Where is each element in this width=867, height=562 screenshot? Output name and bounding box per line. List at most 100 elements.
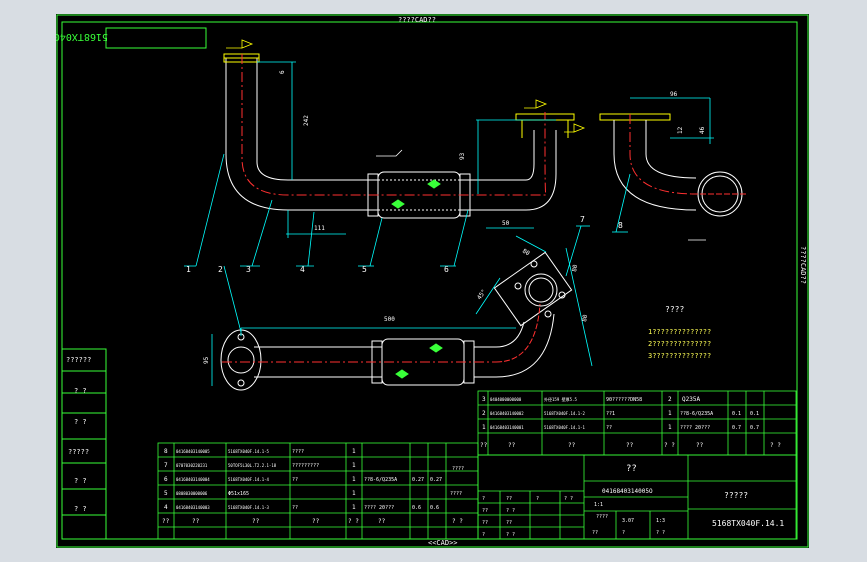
balloon-2: 2: [218, 265, 223, 274]
dim-d6: 96: [670, 91, 678, 98]
pl3-qty: 1: [352, 490, 356, 497]
parts-left-grid: [157, 442, 479, 540]
pr2-spec: 5168TX040F.14.1-1: [544, 425, 586, 430]
tb-s4: ??: [482, 508, 488, 514]
pl0-no: 8: [164, 448, 168, 455]
pl2-w2: 0.27: [430, 477, 442, 483]
left-strip: [61, 348, 107, 540]
code-stamp: 5168TX040F.14.1: [56, 31, 108, 42]
tb-s1: ??: [506, 496, 512, 502]
pr1-no: 2: [482, 410, 486, 417]
pl2-no: 6: [164, 476, 168, 483]
pr1-std: ??8-6/Q235A: [680, 411, 713, 417]
inner-frame: [61, 21, 798, 540]
left-strip-1: ??????: [66, 356, 91, 364]
pl0-mat: ????: [292, 449, 304, 455]
left-strip-2: ? ?: [74, 387, 87, 395]
pl4-spec: 5168TX040F.14.1-3: [228, 505, 270, 510]
pl1-mat: ?????????: [292, 463, 319, 469]
left-strip-5: ? ?: [74, 477, 87, 485]
pl4-std: ???? 20???: [364, 505, 394, 511]
prh-3: ??: [626, 442, 634, 449]
pr1-mat: ??1: [606, 411, 615, 417]
pl0-spec: 5168TX040F.14.1-5: [228, 449, 270, 454]
tb-s9: ? ?: [506, 532, 515, 538]
dim-d9: 500: [384, 316, 395, 323]
bottom-label: <<CAD>>: [428, 539, 458, 547]
right-label: ????CAD??: [799, 246, 807, 284]
dim-d12: 80: [581, 314, 589, 323]
tb-s8: ?: [482, 532, 485, 538]
plh-0: ??: [162, 518, 170, 525]
pl1-no: 7: [164, 462, 168, 469]
pr0-spec: 外径159 壁厚5.5: [544, 396, 577, 402]
plh-5: ??: [378, 518, 386, 525]
prh-0: ??: [480, 442, 488, 449]
leaders: [184, 153, 631, 333]
balloon-7: 7: [580, 215, 585, 224]
balloon-3: 3: [246, 265, 251, 274]
view-plan: [220, 251, 573, 391]
pl2-spec: 5168TX040F.14.1-4: [228, 477, 270, 482]
pl1-code: 0707030220231: [176, 463, 208, 468]
pr0-no: 3: [482, 396, 486, 403]
pr0-mat: 90??????DN58: [606, 397, 642, 403]
prh-2: ??: [568, 442, 576, 449]
notes-line-3: 3??????????????: [648, 352, 711, 360]
tb-s3: ? ?: [564, 496, 573, 502]
notes-title: ????: [665, 305, 684, 314]
dims-plan: [211, 235, 593, 386]
tb-s2: ?: [536, 496, 539, 502]
dim-d14: 80: [571, 264, 579, 273]
pl3-std: ????: [450, 491, 462, 497]
pl1-qty: 1: [352, 462, 356, 469]
pr2-w1: 0.7: [732, 425, 741, 431]
pr0-code: 0404000000000: [490, 397, 522, 402]
pr2-std: ???? 20???: [680, 425, 710, 431]
plh-1: ??: [192, 518, 200, 525]
prh-5: ??: [696, 442, 704, 449]
pr1-code: 04168403140002: [490, 411, 524, 416]
pr2-no: 1: [482, 424, 486, 431]
pl2-mat: ??: [292, 477, 298, 483]
tb-s7: ??: [506, 520, 512, 526]
drawing-canvas[interactable]: ????CAD?? <<CAD>> ????CAD?? 5168TX040F.1…: [56, 14, 809, 548]
plh-4: ? ?: [348, 518, 359, 525]
pr1-spec: 5168TX040F.14.1-2: [544, 411, 586, 416]
pl4-w2: 0.6: [430, 505, 439, 511]
extra-c5: ????: [452, 466, 464, 472]
pl4-w1: 0.6: [412, 505, 421, 511]
pr2-mat: ??: [606, 425, 612, 431]
pl4-no: 4: [164, 504, 168, 511]
title-code: 5168TX040F.14.1: [712, 519, 784, 528]
dim-d5: 50: [502, 220, 510, 227]
plh-2: ??: [252, 518, 260, 525]
notes-line-1: 1??????????????: [648, 328, 711, 336]
pr2-code: 04168403140001: [490, 425, 524, 430]
balloon-5: 5: [362, 265, 367, 274]
balloon-1: 1: [186, 265, 191, 274]
view-front: [223, 53, 575, 219]
tb-s11: ????: [596, 514, 608, 520]
left-strip-3: ? ?: [74, 418, 87, 426]
pr1-w2: 0.1: [750, 411, 759, 417]
pl3-no: 5: [164, 490, 168, 497]
prh-6: ? ?: [770, 442, 781, 449]
left-strip-4: ?????: [68, 448, 89, 456]
pl3-code: 0808030000006: [176, 491, 208, 496]
plh-6: ? ?: [452, 518, 463, 525]
dims-side: [630, 97, 714, 144]
plh-3: ??: [312, 518, 320, 525]
tb-s6: ??: [482, 520, 488, 526]
dim-d4: 93: [459, 152, 466, 160]
dim-d7: 12: [677, 126, 684, 134]
tb-s12: ? ?: [656, 530, 665, 536]
prh-4: ? ?: [664, 442, 675, 449]
dim-d8: 46: [699, 126, 706, 134]
pl2-qty: 1: [352, 476, 356, 483]
tb-s13: ?: [622, 530, 625, 536]
pl4-code: 04168403140003: [176, 505, 210, 510]
pl2-w1: 0.27: [412, 477, 424, 483]
pl4-qty: 1: [352, 504, 356, 511]
pr1-w1: 0.1: [732, 411, 741, 417]
